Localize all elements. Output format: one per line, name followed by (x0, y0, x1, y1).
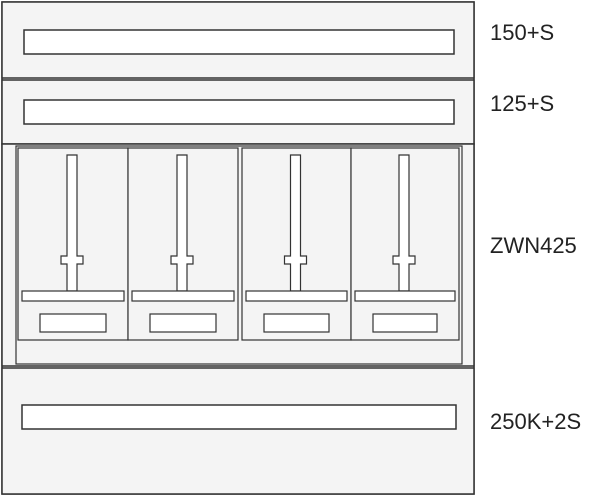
meter-bay-4 (350, 147, 460, 341)
label-window (149, 313, 217, 333)
terminal-strip (245, 290, 348, 302)
label-window (263, 313, 330, 333)
label-150s: 150+S (490, 20, 554, 45)
meter-bays (17, 147, 460, 341)
label-window (372, 313, 438, 333)
section-250k2s-rail-slot (21, 404, 457, 430)
section-zwn425 (1, 143, 475, 367)
terminal-strip (354, 290, 456, 302)
meter-bay-3 (241, 147, 352, 341)
section-250k2s (1, 367, 475, 495)
label-250k2s: 250K+2S (490, 409, 581, 434)
section-125s-rail-slot (23, 99, 455, 125)
section-150s (1, 1, 475, 79)
section-250k2s-panel (1, 367, 475, 495)
label-125s: 125+S (490, 91, 554, 116)
section-150s-rail-slot (23, 29, 455, 55)
label-zwn425: ZWN425 (490, 233, 577, 258)
terminal-strip (131, 290, 235, 302)
terminal-strip (21, 290, 125, 302)
meter-bay-2 (127, 147, 239, 341)
label-window (39, 313, 107, 333)
section-125s (1, 79, 475, 145)
meter-bay-1 (17, 147, 129, 341)
